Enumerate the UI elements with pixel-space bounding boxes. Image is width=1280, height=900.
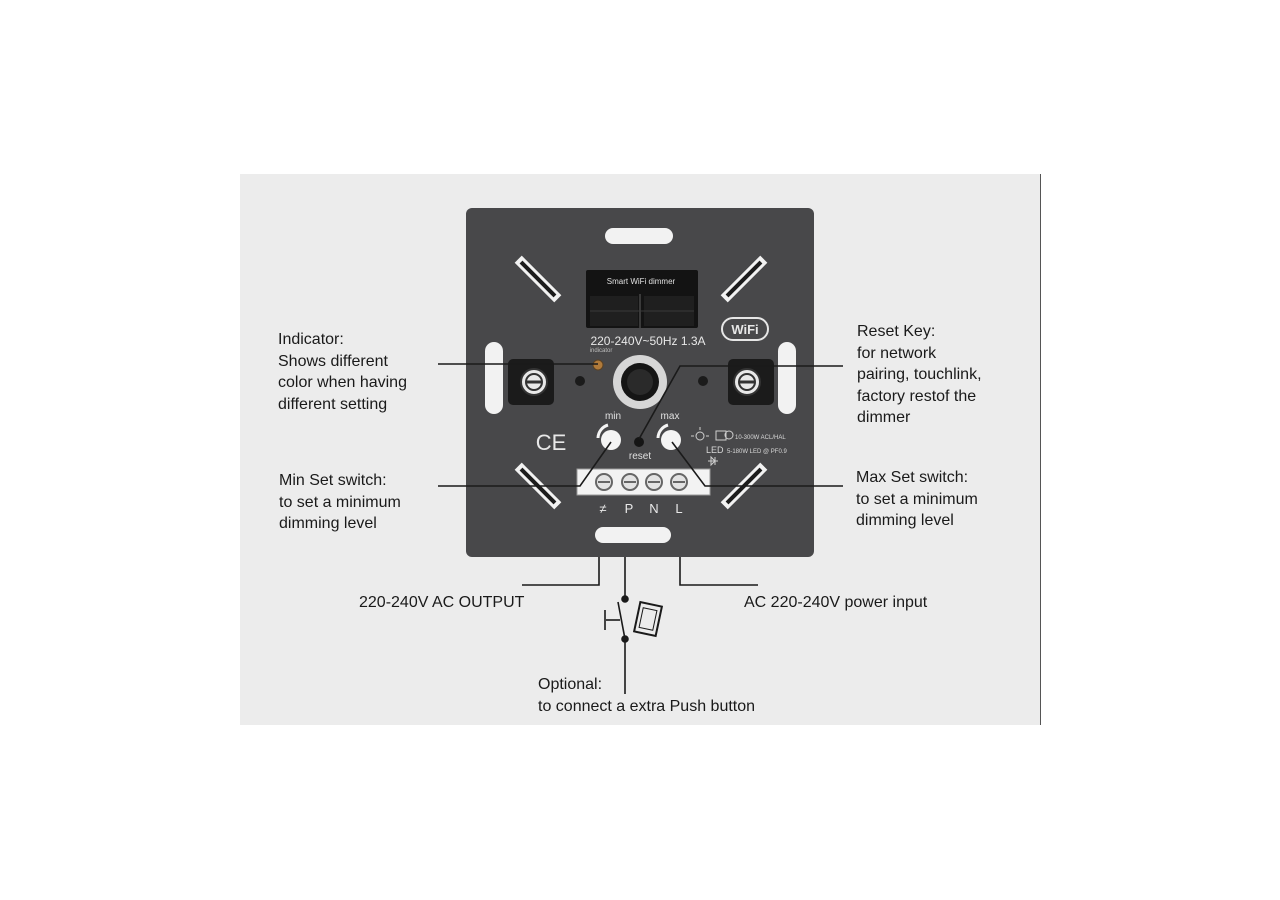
min-label: min xyxy=(605,411,621,422)
terminal-label: ≠ xyxy=(599,501,606,516)
top-connector-block xyxy=(586,270,698,328)
terminal-label: P xyxy=(625,501,634,516)
leader-lines xyxy=(438,363,843,694)
top-mount-slot xyxy=(605,228,673,244)
right-mount-slot xyxy=(778,342,796,414)
max-label: max xyxy=(661,411,680,422)
left-mount-slot xyxy=(485,342,503,414)
wifi-icon: WiFi xyxy=(721,317,769,341)
input-leader-line xyxy=(679,557,758,586)
max-leader-line xyxy=(671,441,843,487)
max-set-callout: Max Set switch: to set a minimum dimming… xyxy=(856,469,978,529)
output-callout: 220-240V AC OUTPUT xyxy=(359,594,525,611)
halogen-lamp-icon xyxy=(715,430,734,441)
left-screw-icon xyxy=(508,359,554,405)
terminal-label: N xyxy=(649,501,658,516)
terminal-block xyxy=(576,468,711,496)
optional-callout: Optional: to connect a extra Push button xyxy=(538,676,756,715)
model-label: Smart WiFi dimmer xyxy=(607,277,676,286)
min-set-callout: Min Set switch: to set a minimum dimming… xyxy=(279,472,401,532)
bottom-mount-slot xyxy=(595,527,671,543)
terminal-screw-icon xyxy=(621,473,639,491)
load-led: 5-180W LED @ PF0.9 xyxy=(727,449,787,455)
left-mount-hole xyxy=(575,376,585,386)
reset-leader-line xyxy=(638,365,843,440)
led-label: LED xyxy=(706,445,724,455)
load-halogen: 10-300W ACL/HAL xyxy=(735,435,786,441)
max-set-switch xyxy=(656,423,681,450)
rating-label: 220-240V~50Hz 1.3A xyxy=(590,334,705,348)
svg-text:WiFi: WiFi xyxy=(731,322,758,337)
input-callout: AC 220-240V power input xyxy=(744,594,928,611)
bulb-icon xyxy=(691,427,709,441)
right-screw-icon xyxy=(728,359,774,405)
indicator-led xyxy=(592,359,604,371)
min-leader-line xyxy=(438,441,612,487)
diode-icon xyxy=(708,455,718,467)
terminal-screw-icon xyxy=(595,473,613,491)
indicator-label: indicator xyxy=(590,348,613,354)
reset-label: reset xyxy=(629,451,651,462)
top-right-clip xyxy=(720,255,768,303)
diagram-panel: Smart WiFi dimmer 220-240V~50Hz 1.3A ind… xyxy=(240,174,1041,725)
terminal-label: L xyxy=(675,501,682,516)
ce-mark: CE xyxy=(536,430,567,455)
reset-key-callout: Reset Key: for network pairing, touchlin… xyxy=(857,323,982,426)
reset-key xyxy=(634,437,644,447)
dimmer-diagram: Smart WiFi dimmer 220-240V~50Hz 1.3A ind… xyxy=(438,208,843,694)
push-button-icon xyxy=(604,595,664,643)
right-mount-hole xyxy=(698,376,708,386)
terminal-screw-icon xyxy=(670,473,688,491)
center-dimmer-knob xyxy=(613,355,667,409)
output-leader-line xyxy=(522,557,600,586)
top-left-clip xyxy=(514,255,562,303)
terminal-screw-icon xyxy=(645,473,663,491)
min-set-switch xyxy=(596,423,621,450)
indicator-callout: Indicator: Shows different color when ha… xyxy=(278,331,407,413)
